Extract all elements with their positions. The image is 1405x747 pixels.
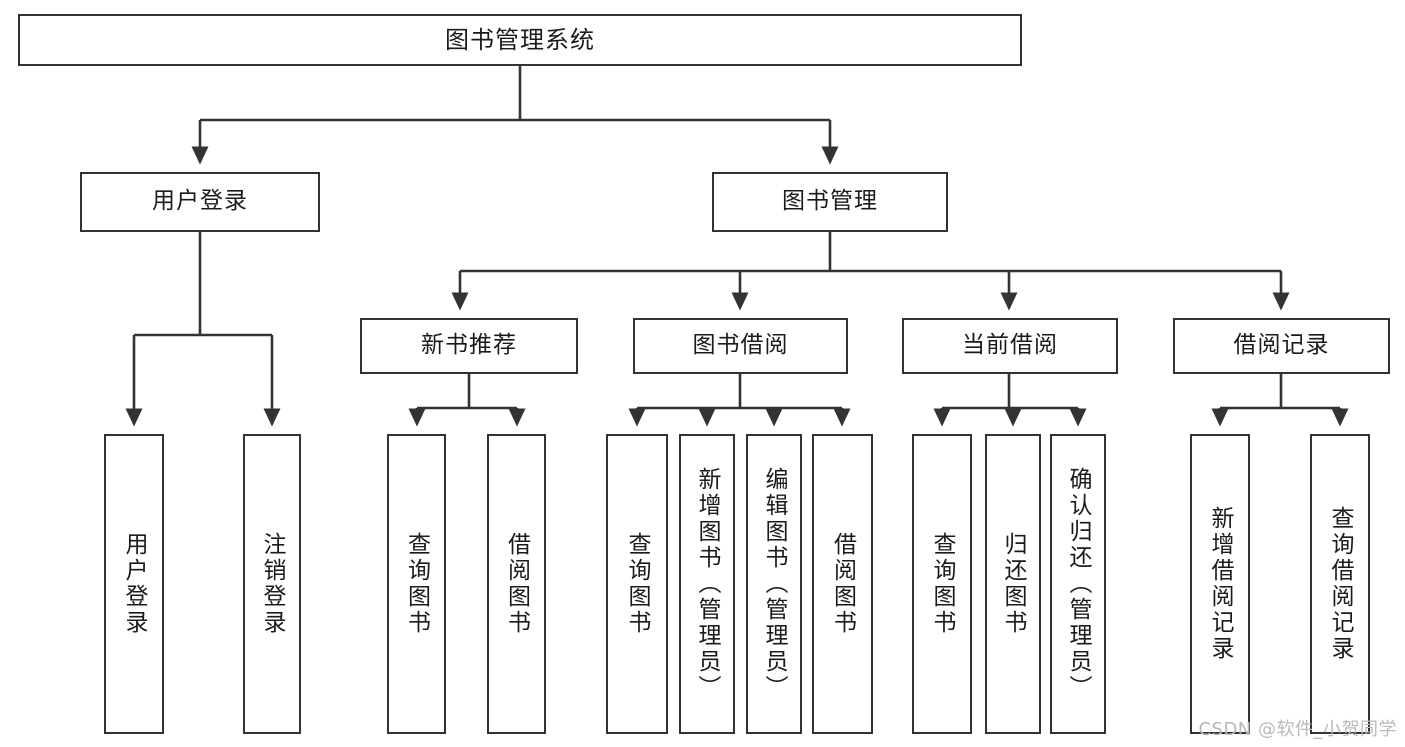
node-leaf-logout-login[interactable]: 注销登录	[243, 434, 301, 734]
node-root-label: 图书管理系统	[445, 25, 595, 54]
node-book-manage-label: 图书管理	[782, 188, 878, 215]
node-leaf-user-login-label: 用户登录	[121, 532, 148, 636]
node-leaf-confirm-return-label: 确认归还（管理员）	[1065, 467, 1092, 701]
node-borrow-record[interactable]: 借阅记录	[1173, 318, 1390, 374]
node-leaf-query-book-1-label: 查询图书	[403, 532, 430, 636]
node-leaf-return-book-label: 归还图书	[1000, 532, 1027, 636]
watermark: CSDN @软件_小贺同学	[1198, 719, 1397, 740]
node-borrow-record-label: 借阅记录	[1233, 332, 1330, 359]
node-current-borrow[interactable]: 当前借阅	[902, 318, 1118, 374]
node-leaf-query-book-2-label: 查询图书	[624, 532, 651, 636]
node-book-borrow[interactable]: 图书借阅	[633, 318, 848, 374]
node-book-manage[interactable]: 图书管理	[712, 172, 948, 232]
node-leaf-logout-login-label: 注销登录	[259, 532, 286, 636]
node-leaf-borrow-book-1[interactable]: 借阅图书	[487, 434, 546, 734]
node-current-borrow-label: 当前借阅	[962, 332, 1058, 359]
node-root[interactable]: 图书管理系统	[18, 14, 1022, 66]
node-leaf-query-book-2[interactable]: 查询图书	[606, 434, 668, 734]
node-new-book-rec[interactable]: 新书推荐	[360, 318, 578, 374]
node-leaf-query-book-3-label: 查询图书	[929, 532, 956, 636]
node-leaf-edit-book-label: 编辑图书（管理员）	[761, 467, 788, 701]
node-leaf-query-record[interactable]: 查询借阅记录	[1310, 434, 1370, 734]
node-leaf-edit-book[interactable]: 编辑图书（管理员）	[746, 434, 802, 734]
node-leaf-query-book-3[interactable]: 查询图书	[912, 434, 972, 734]
node-leaf-add-book-label: 新增图书（管理员）	[694, 467, 721, 701]
node-leaf-borrow-book-1-label: 借阅图书	[503, 532, 530, 636]
node-leaf-confirm-return[interactable]: 确认归还（管理员）	[1050, 434, 1106, 734]
node-leaf-add-record[interactable]: 新增借阅记录	[1190, 434, 1250, 734]
node-leaf-borrow-book-2-label: 借阅图书	[829, 532, 856, 636]
node-leaf-user-login[interactable]: 用户登录	[104, 434, 164, 734]
node-leaf-add-record-label: 新增借阅记录	[1207, 506, 1234, 662]
node-book-borrow-label: 图书借阅	[692, 332, 789, 359]
node-leaf-query-record-label: 查询借阅记录	[1327, 506, 1354, 662]
node-leaf-return-book[interactable]: 归还图书	[985, 434, 1041, 734]
node-user-login-label: 用户登录	[152, 188, 248, 215]
node-leaf-borrow-book-2[interactable]: 借阅图书	[812, 434, 873, 734]
node-user-login[interactable]: 用户登录	[80, 172, 320, 232]
node-new-book-rec-label: 新书推荐	[421, 332, 517, 359]
node-leaf-add-book[interactable]: 新增图书（管理员）	[679, 434, 735, 734]
node-leaf-query-book-1[interactable]: 查询图书	[387, 434, 446, 734]
